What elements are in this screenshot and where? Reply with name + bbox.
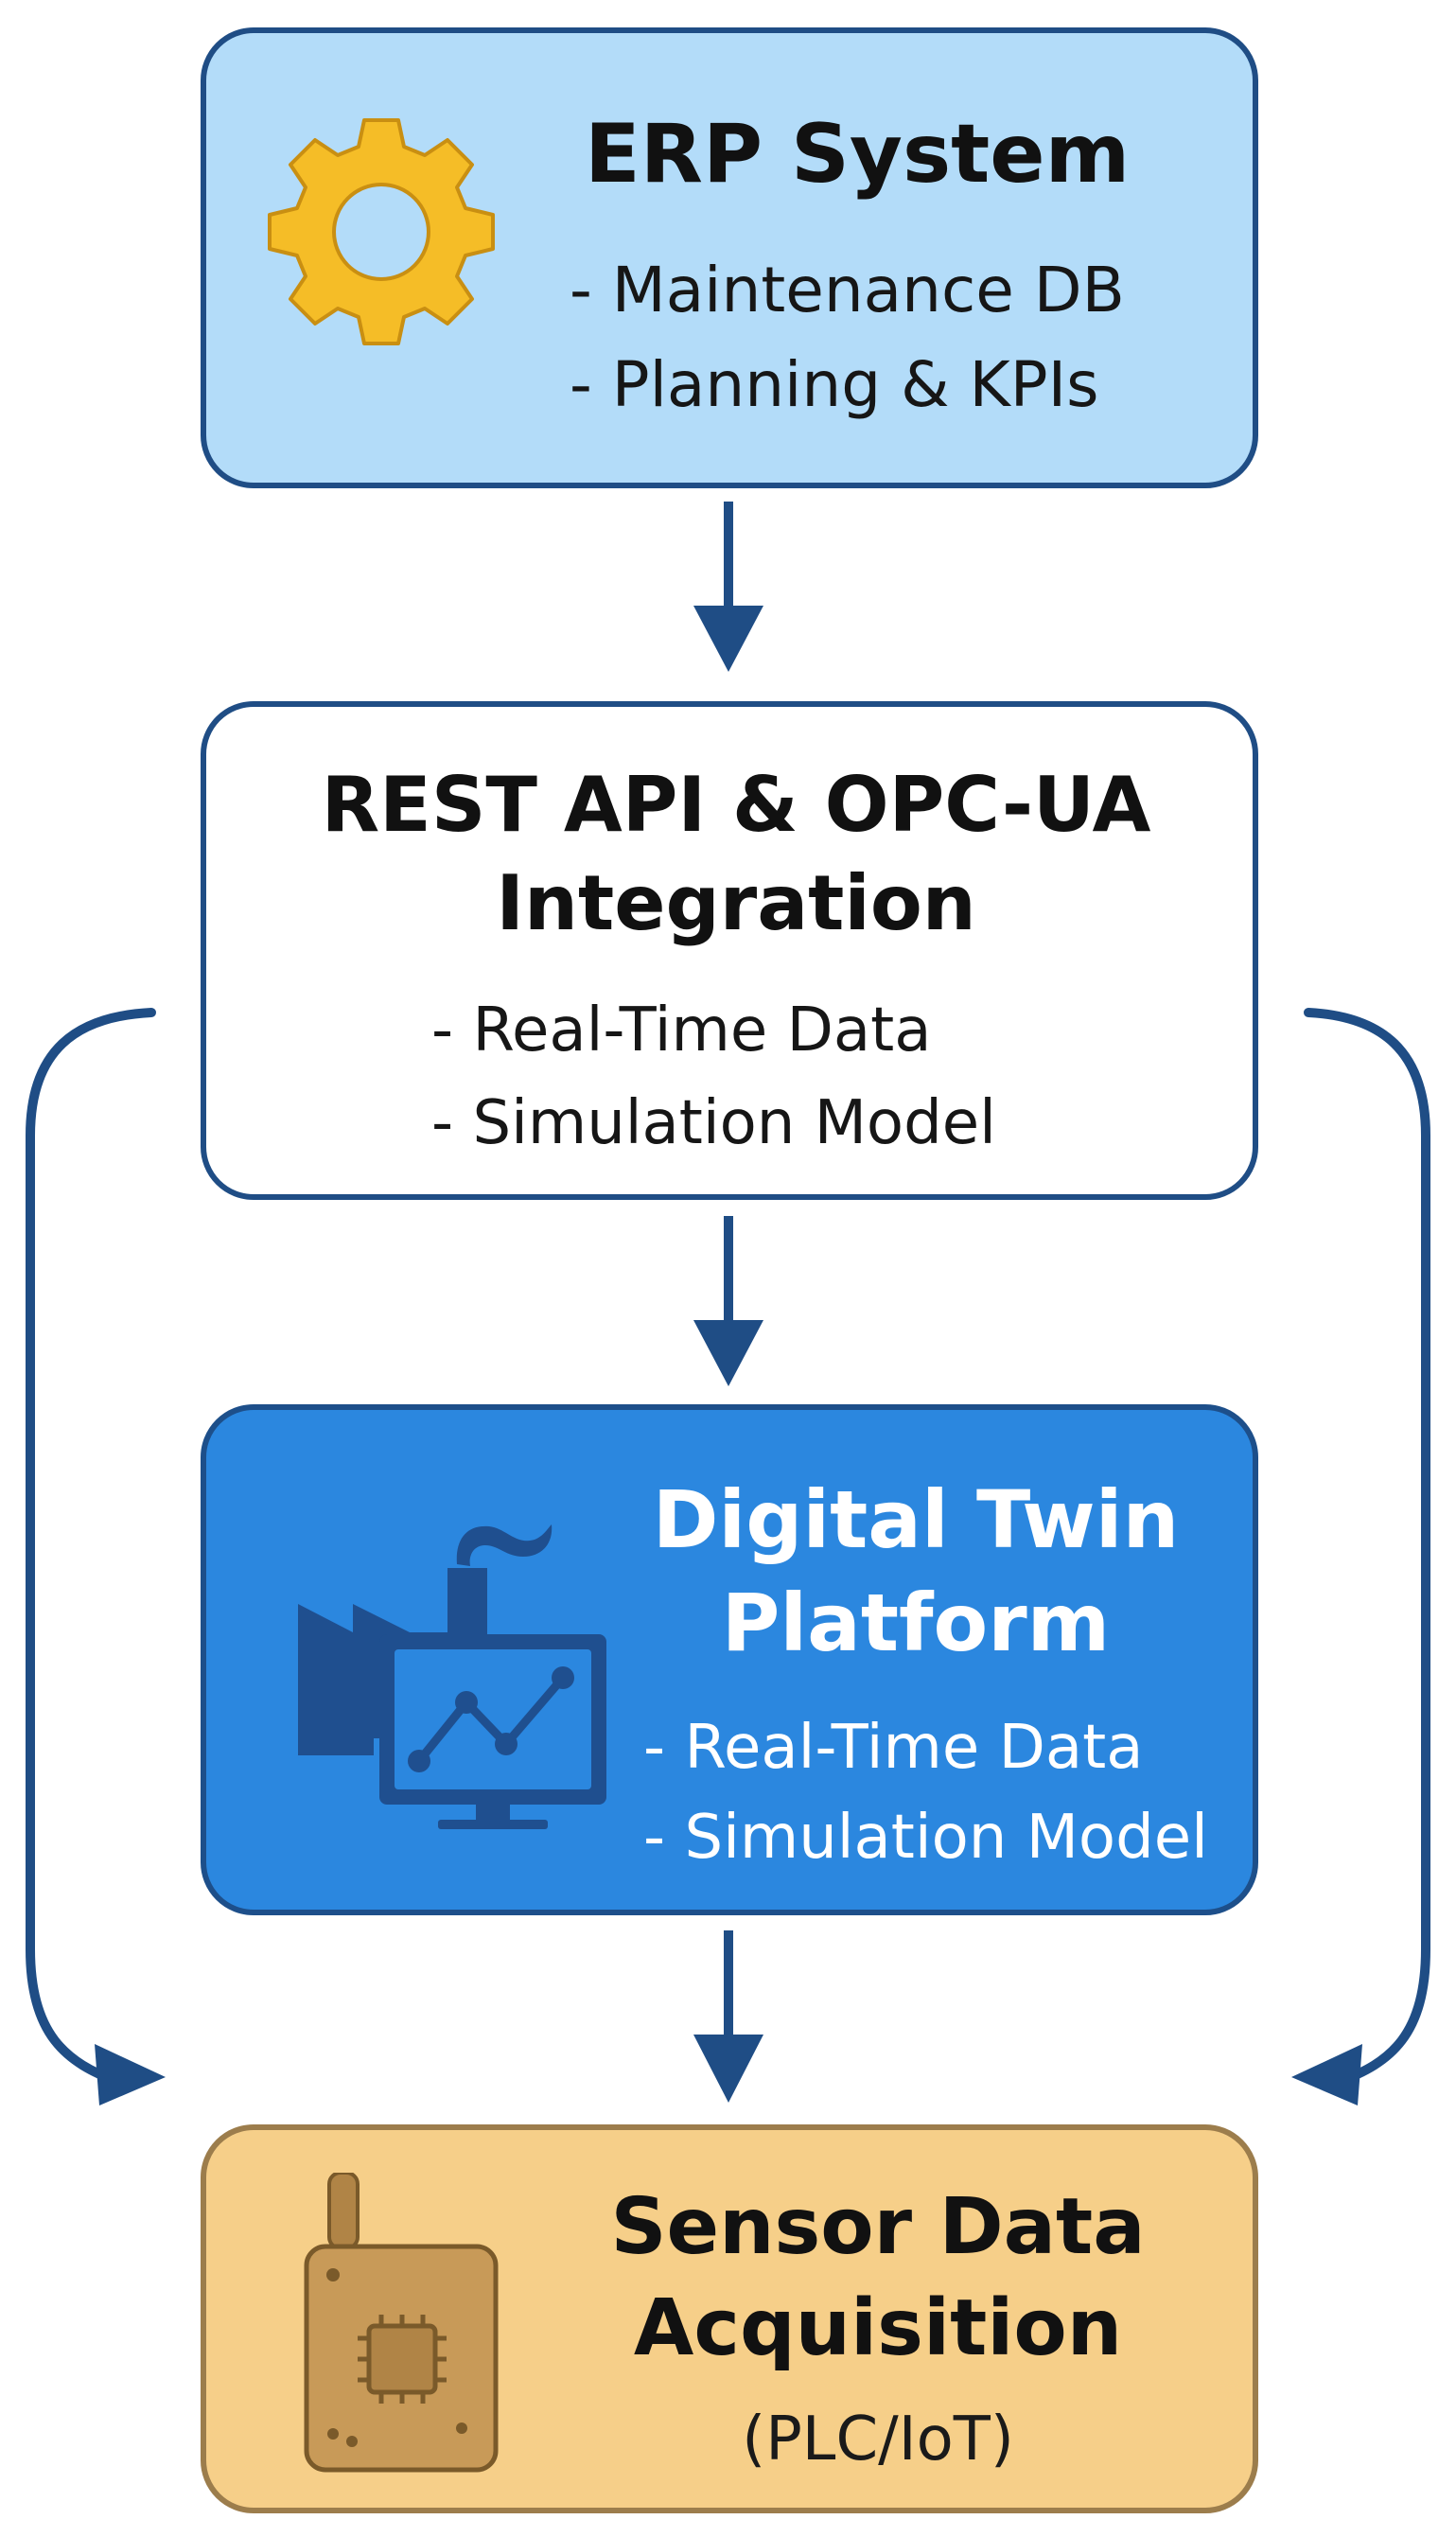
integration-item-real-time-data: - Real-Time Data	[431, 995, 932, 1066]
arrow-right-bypass	[1304, 1008, 1430, 2087]
arrowhead-erp-to-integration	[693, 606, 763, 672]
digital-twin-title: Digital Twin Platform	[652, 1473, 1180, 1670]
factory-monitor-icon	[298, 1524, 606, 1829]
digital-twin-box: Digital Twin Platform - Real-Time Data -…	[201, 1404, 1258, 1915]
erp-system-box: ERP System - Maintenance DB - Planning &…	[201, 27, 1258, 488]
gear-icon	[268, 118, 495, 345]
iot-device-icon	[304, 2173, 499, 2473]
integration-box: REST API & OPC-UA Integration - Real-Tim…	[201, 701, 1258, 1200]
arrow-left-bypass	[26, 1008, 156, 2087]
integration-item-simulation-model: - Simulation Model	[431, 1088, 996, 1158]
erp-title: ERP System	[585, 107, 1131, 202]
sensor-subtitle: (PLC/IoT)	[742, 2405, 1014, 2475]
arrowhead-right-bypass	[1291, 2044, 1362, 2105]
erp-item-planning-kpis: - Planning & KPIs	[570, 348, 1099, 421]
arrowhead-integration-to-twin	[693, 1320, 763, 1386]
digital-twin-item-real-time-data: - Real-Time Data	[643, 1713, 1144, 1783]
arrowhead-left-bypass	[95, 2044, 166, 2105]
arrowhead-twin-to-sensor	[693, 2035, 763, 2103]
erp-item-maintenance-db: - Maintenance DB	[570, 254, 1125, 326]
digital-twin-item-simulation-model: - Simulation Model	[643, 1803, 1208, 1873]
integration-title: REST API & OPC-UA Integration	[321, 761, 1151, 947]
sensor-title: Sensor Data Acquisition	[610, 2182, 1146, 2373]
sensor-acquisition-box: Sensor Data Acquisition (PLC/IoT)	[201, 2124, 1258, 2513]
